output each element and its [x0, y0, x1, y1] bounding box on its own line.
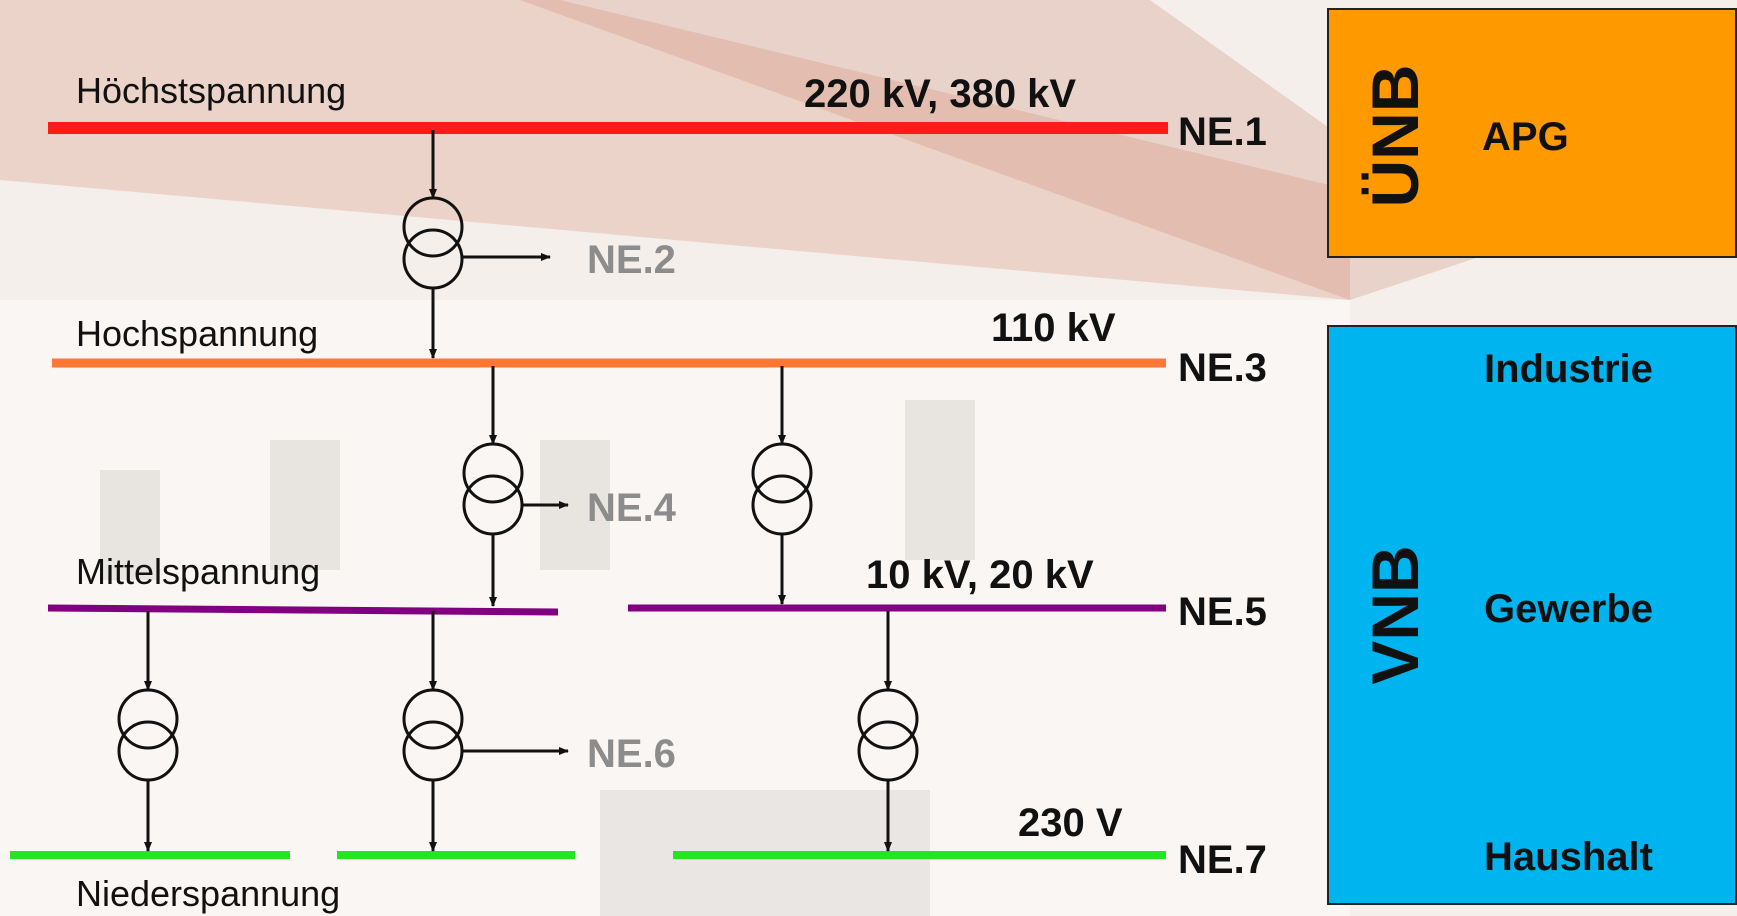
operator-panel-uenb: ÜNB APG	[1327, 8, 1737, 258]
operator-abbr-vnb: VNB	[1358, 545, 1432, 685]
ne-label-5: NE.5	[1178, 590, 1267, 634]
transformer-hoch-mittel-left	[462, 366, 569, 607]
operator-item-apg: APG	[1482, 115, 1569, 159]
operator-item-industrie: Industrie	[1484, 347, 1653, 391]
operator-abbr-uenb: ÜNB	[1358, 64, 1432, 208]
level-name-hochspannung: Hochspannung	[76, 313, 319, 354]
ne-label-2: NE.2	[587, 238, 676, 282]
operator-item-gewerbe: Gewerbe	[1484, 587, 1653, 631]
transformer-mittel-nieder-2	[402, 611, 569, 852]
voltage-hoechstspannung: 220 kV, 380 kV	[804, 72, 1077, 116]
level-name-mittelspannung: Mittelspannung	[76, 551, 321, 592]
busbar-mittelspannung-left	[47, 604, 559, 616]
ne-label-6: NE.6	[587, 732, 676, 776]
voltage-niederspannung: 230 V	[1018, 801, 1123, 845]
voltage-mittelspannung: 10 kV, 20 kV	[866, 553, 1094, 597]
ne-label-7: NE.7	[1178, 838, 1267, 882]
voltage-hochspannung: 110 kV	[991, 306, 1116, 350]
transformer-mittel-nieder-3	[857, 611, 919, 852]
transformer-hoch-mittel-right	[751, 366, 813, 605]
operator-item-haushalt: Haushalt	[1484, 835, 1653, 879]
transformer-hoechst-hoch	[402, 130, 551, 359]
level-name-niederspannung: Niederspannung	[76, 873, 341, 914]
ne-label-1: NE.1	[1178, 110, 1267, 154]
ne-label-3: NE.3	[1178, 346, 1267, 390]
transformer-mittel-nieder-1	[117, 611, 179, 852]
operator-panel-vnb: VNB Industrie Gewerbe Haushalt	[1327, 325, 1737, 905]
level-name-hoechstspannung: Höchstspannung	[76, 70, 347, 111]
ne-label-4: NE.4	[587, 486, 676, 530]
